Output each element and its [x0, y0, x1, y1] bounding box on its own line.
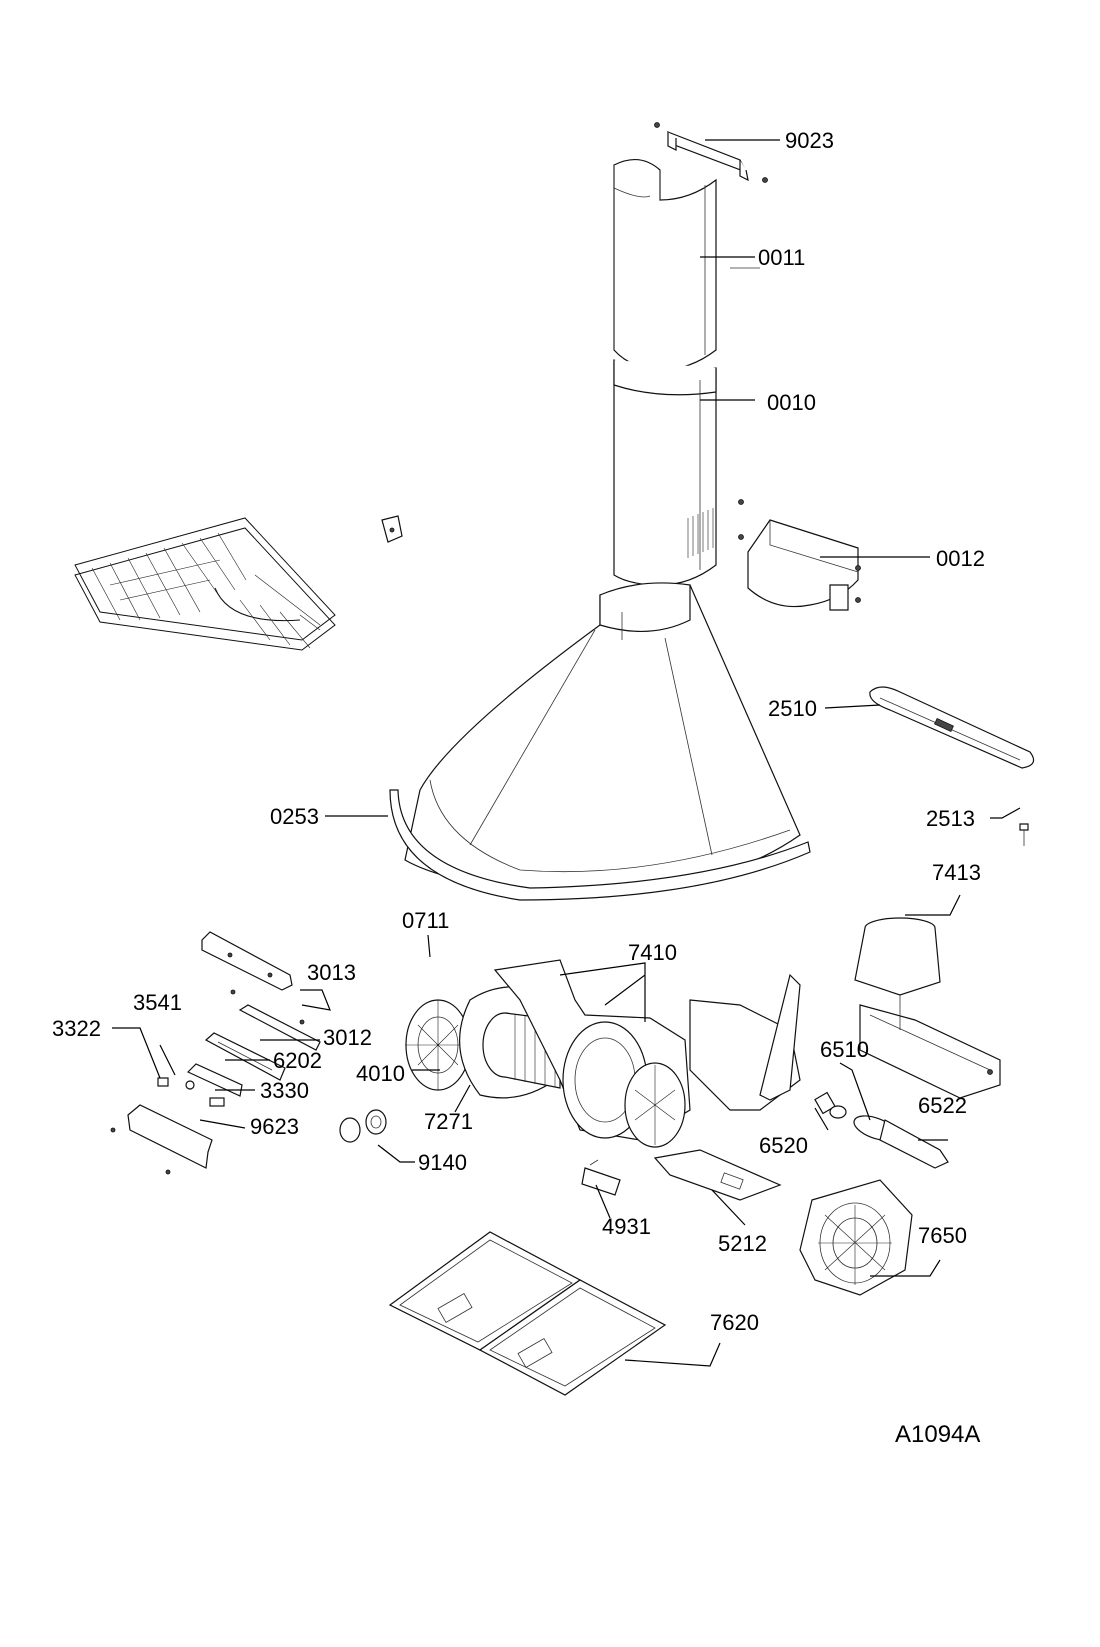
- drawing-code: A1094A: [895, 1421, 980, 1448]
- label-0253: 0253: [270, 804, 319, 829]
- part-3330-switch: [209, 1097, 225, 1107]
- leader-lines: [112, 139, 1021, 1367]
- label-3013: 3013: [307, 960, 356, 985]
- part-5212-plate: [653, 1149, 782, 1201]
- small-clip: [381, 515, 403, 543]
- label-7271: 7271: [424, 1109, 473, 1134]
- part-control-bracket: [201, 931, 305, 1025]
- part-7410-blower-housing: [493, 959, 691, 1148]
- label-7413: 7413: [932, 860, 981, 885]
- part-9623-control-panel: [110, 1104, 213, 1175]
- wire-rack: [74, 517, 336, 651]
- part-6202-button-cap: [186, 1063, 243, 1097]
- part-0011-upper-chimney: [613, 159, 760, 371]
- part-2510-light-frame: [869, 686, 1035, 769]
- label-0010: 0010: [767, 390, 816, 415]
- part-labels: 9023 0011 0010 0012 2510 2513 0253 7413 …: [52, 128, 985, 1448]
- hood-cone: [404, 582, 801, 894]
- part-3013-switch-frame: [238, 1004, 321, 1051]
- label-3012: 3012: [323, 1025, 372, 1050]
- part-0010-lower-chimney: [613, 359, 717, 586]
- label-7410: 7410: [628, 940, 677, 965]
- part-3541-knob-small: [185, 1080, 195, 1090]
- part-7413-duct-adapter: [854, 917, 1001, 1099]
- label-9140: 9140: [418, 1150, 467, 1175]
- label-6202: 6202: [273, 1048, 322, 1073]
- label-9623: 9623: [250, 1114, 299, 1139]
- label-3541: 3541: [133, 990, 182, 1015]
- part-7410-bracket: [689, 973, 801, 1111]
- label-4010: 4010: [356, 1061, 405, 1086]
- label-2510: 2510: [768, 696, 817, 721]
- label-6510: 6510: [820, 1037, 869, 1062]
- part-6520-lamp-holder: [814, 1091, 847, 1119]
- part-4931-capacitor: [581, 1159, 621, 1196]
- label-0012: 0012: [936, 546, 985, 571]
- label-4931: 4931: [602, 1214, 651, 1239]
- part-0253-trim-strip: [389, 789, 811, 901]
- part-9023-bracket: [654, 122, 768, 183]
- label-2513: 2513: [926, 806, 975, 831]
- part-0012-duct-collar: [738, 499, 861, 611]
- label-6522: 6522: [918, 1093, 967, 1118]
- part-7271-motor: [482, 1012, 561, 1089]
- label-6520: 6520: [759, 1133, 808, 1158]
- label-7650: 7650: [918, 1223, 967, 1248]
- part-2513-screw: [1019, 823, 1029, 846]
- part-9140-knobs: [339, 1109, 387, 1143]
- label-0011: 0011: [758, 245, 805, 270]
- label-3330: 3330: [260, 1078, 309, 1103]
- part-3012-pcb: [204, 1032, 286, 1081]
- part-7620-grease-filters: [388, 1231, 667, 1396]
- label-9023: 9023: [785, 128, 834, 153]
- part-0711-inlet-cover: [405, 999, 471, 1091]
- part-7650-carbon-filter: [799, 1179, 913, 1296]
- label-0711: 0711: [402, 908, 449, 933]
- part-6522-lamp-cover: [879, 1119, 949, 1169]
- label-7620: 7620: [710, 1310, 759, 1335]
- part-3322-led: [157, 1077, 169, 1087]
- label-5212: 5212: [718, 1231, 767, 1256]
- label-3322: 3322: [52, 1016, 101, 1041]
